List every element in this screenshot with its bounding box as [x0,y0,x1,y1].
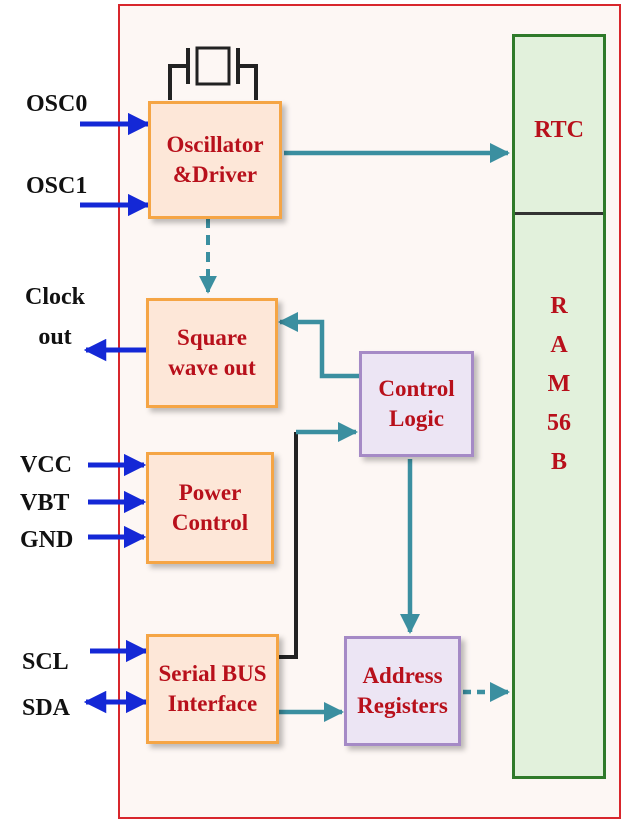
crystal-icon [168,46,258,100]
rtc-label: RTC [534,117,584,143]
pin-osc1: OSC1 [26,173,88,199]
square-wave-out-block: Square wave out [146,298,278,408]
serial-to-control-line [279,432,298,659]
pin-osc0: OSC0 [26,91,88,117]
pin-vcc: VCC [20,452,72,478]
pin-gnd: GND [20,527,74,553]
control-to-square-arrow [277,311,360,379]
oscillator-driver-block: Oscillator &Driver [148,101,282,219]
control-logic-block: Control Logic [359,351,474,457]
serial-bus-interface-block: Serial BUS Interface [146,634,279,744]
pin-vbt: VBT [20,490,70,516]
memory-divider [515,212,603,215]
ram-label: R A M 56 B [547,293,571,475]
address-registers-block: Address Registers [344,636,461,746]
pin-clock-out: Clock out [25,284,85,350]
pin-sda: SDA [22,695,71,721]
pin-scl: SCL [22,649,69,675]
memory-column: RTC R A M 56 B [512,34,606,779]
power-control-block: Power Control [146,452,274,564]
